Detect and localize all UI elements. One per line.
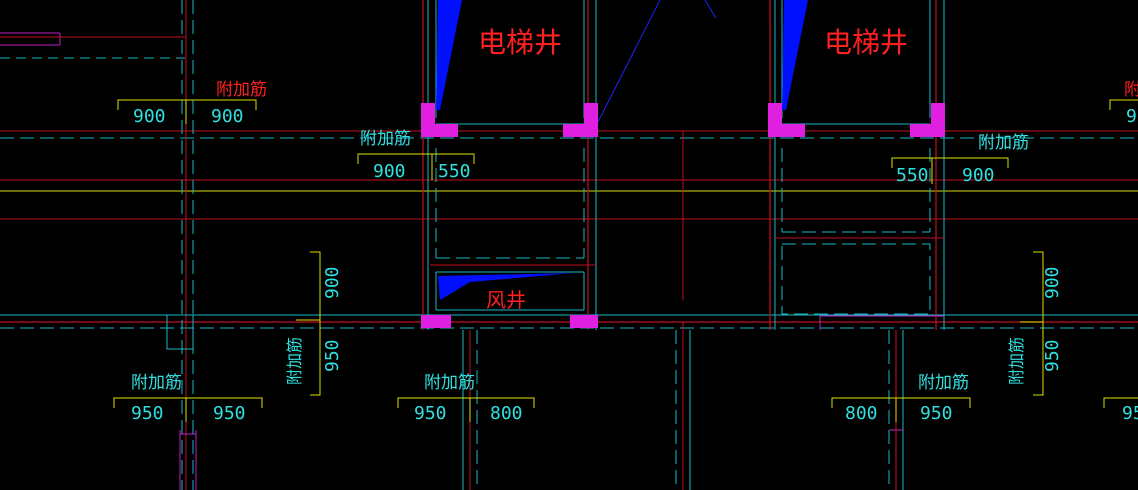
dimension-bottom-right-partial: 95 [1103,397,1138,424]
dimension-bottom-3: 附加筋 800 950 [831,373,971,424]
dimension-mid-right: 附加筋 550 900 [891,133,1029,186]
dim-value: 550 [896,165,929,186]
rebar-label: 附加筋 [285,337,304,385]
dimension-bottom-2: 附加筋 950 800 [397,373,535,424]
diagonal-lines [597,0,717,123]
dim-value: 950 [322,339,343,372]
dim-value: 900 [1042,266,1063,299]
dim-value: 950 [131,403,164,424]
dim-value: 95 [1122,403,1138,424]
blue-fills [436,0,808,300]
rebar-label: 附加筋 [1007,337,1026,385]
dim-value: 800 [845,403,878,424]
wall-elevator-right [769,0,945,330]
dimension-top-right-partial: 附 9 [1109,80,1138,127]
wall-center [675,131,691,490]
dim-value: 900 [322,266,343,299]
rebar-label: 附加筋 [360,129,411,149]
dim-value: 900 [133,106,166,127]
room-label-elevator-left: 电梯井 [478,26,562,59]
dimension-mid-left: 附加筋 900 550 [357,129,475,182]
dim-value: 950 [414,403,447,424]
dimension-vertical-left: 900 950 附加筋 [285,251,343,396]
dimension-bottom-1: 附加筋 950 950 [113,373,263,424]
wall-elevator-left [422,0,597,330]
wall-top-left [0,32,185,59]
dim-value: 800 [490,403,523,424]
dim-value: 900 [211,106,244,127]
room-label-air-shaft: 风井 [486,288,526,312]
dimension-top-left: 附加筋 900 900 [117,80,267,127]
dimension-vertical-right: 900 950 附加筋 [1007,251,1063,396]
columns [421,103,945,328]
dim-value: 9 [1126,106,1137,127]
rebar-label: 附加筋 [131,373,182,393]
axis-lines [0,130,1138,329]
dim-value: 900 [373,161,406,182]
dim-value: 950 [1042,339,1063,372]
dim-value: 950 [213,403,246,424]
room-label-elevator-right: 电梯井 [824,26,908,59]
dim-value: 950 [920,403,953,424]
rebar-label: 附加筋 [424,373,475,393]
rebar-label: 附加筋 [918,373,969,393]
wall-column-left [166,0,197,490]
dim-value: 900 [962,165,995,186]
rebar-label: 附加筋 [978,133,1029,153]
rebar-label: 附加筋 [216,80,267,100]
rebar-label-partial: 附 [1124,80,1138,100]
dim-value: 550 [438,161,471,182]
